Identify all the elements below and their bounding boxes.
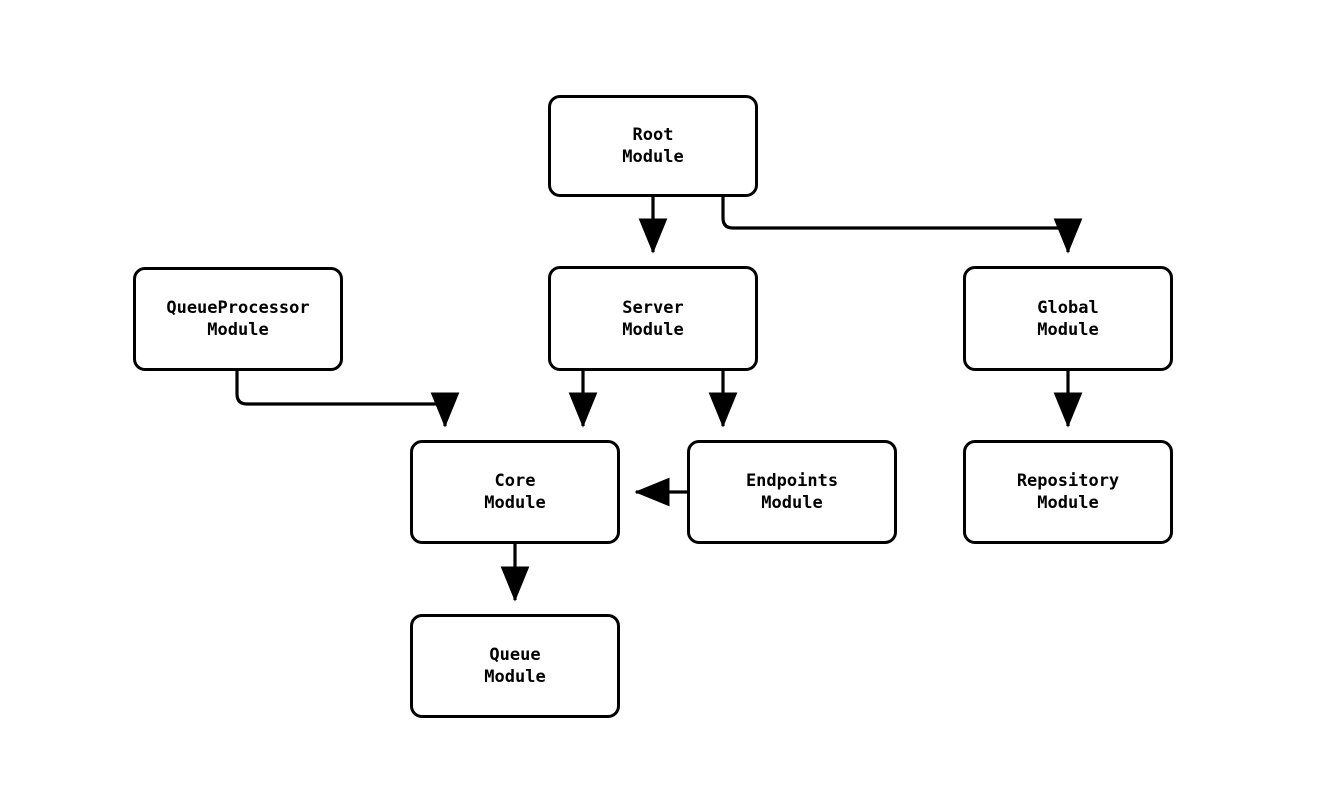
node-label-line1: Global <box>1037 297 1099 318</box>
node-server-module[interactable]: Server Module <box>548 266 758 371</box>
node-core-module[interactable]: Core Module <box>410 440 620 544</box>
node-label-line1: QueueProcessor <box>166 298 310 318</box>
node-root-module[interactable]: Root Module <box>548 95 758 197</box>
edge-queueprocessor-to-core <box>235 371 460 428</box>
node-global-module[interactable]: Global Module <box>963 266 1173 371</box>
node-label-line2: Module <box>761 493 823 513</box>
node-label-line2: Module <box>484 493 546 513</box>
node-endpoints-module[interactable]: Endpoints Module <box>687 440 897 544</box>
node-repository-module[interactable]: Repository Module <box>963 440 1173 544</box>
node-label-line2: Module <box>622 147 684 167</box>
node-label-line2: Module <box>622 319 684 340</box>
edge-root-to-global <box>721 197 1083 254</box>
node-label-line2: Module <box>484 667 546 687</box>
node-label-line1: Server <box>622 297 684 318</box>
node-queue-module[interactable]: Queue Module <box>410 614 620 718</box>
node-label-line1: Root <box>632 125 674 145</box>
node-label-line2: Module <box>1037 493 1099 513</box>
node-label-line1: Endpoints <box>745 471 839 491</box>
node-queueprocessor-module[interactable]: QueueProcessor Module <box>133 267 343 371</box>
node-label-line1: Queue <box>489 645 541 665</box>
node-label-line1: Repository <box>1016 471 1120 491</box>
node-label-line2: Module <box>207 320 269 340</box>
node-label-line2: Module <box>1037 319 1099 340</box>
node-label-line1: Core <box>494 471 536 491</box>
